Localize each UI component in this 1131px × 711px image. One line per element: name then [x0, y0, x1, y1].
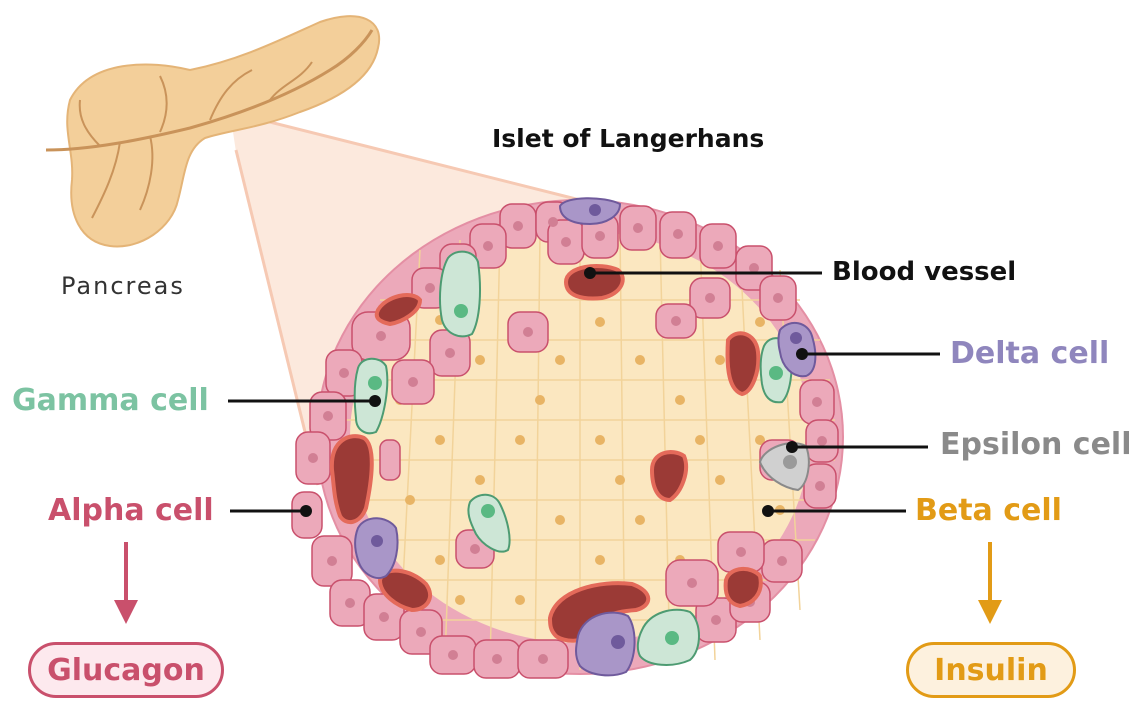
gamma-cell-label: Gamma cell [12, 383, 209, 418]
insulin-badge: Insulin [906, 642, 1076, 698]
beta-arrow [978, 542, 1002, 624]
alpha-arrow [114, 542, 138, 624]
glucagon-badge: Glucagon [28, 642, 224, 698]
pancreas-label: Pancreas [61, 272, 185, 300]
beta-cell-label: Beta cell [915, 493, 1062, 528]
blood-vessel-label: Blood vessel [832, 257, 1016, 287]
islet-title: Islet of Langerhans [492, 124, 764, 153]
delta-cell-label: Delta cell [950, 336, 1109, 371]
glucagon-label: Glucagon [47, 653, 205, 688]
alpha-cell-label: Alpha cell [48, 493, 214, 528]
insulin-label: Insulin [934, 653, 1048, 688]
epsilon-cell-label: Epsilon cell [940, 427, 1131, 462]
